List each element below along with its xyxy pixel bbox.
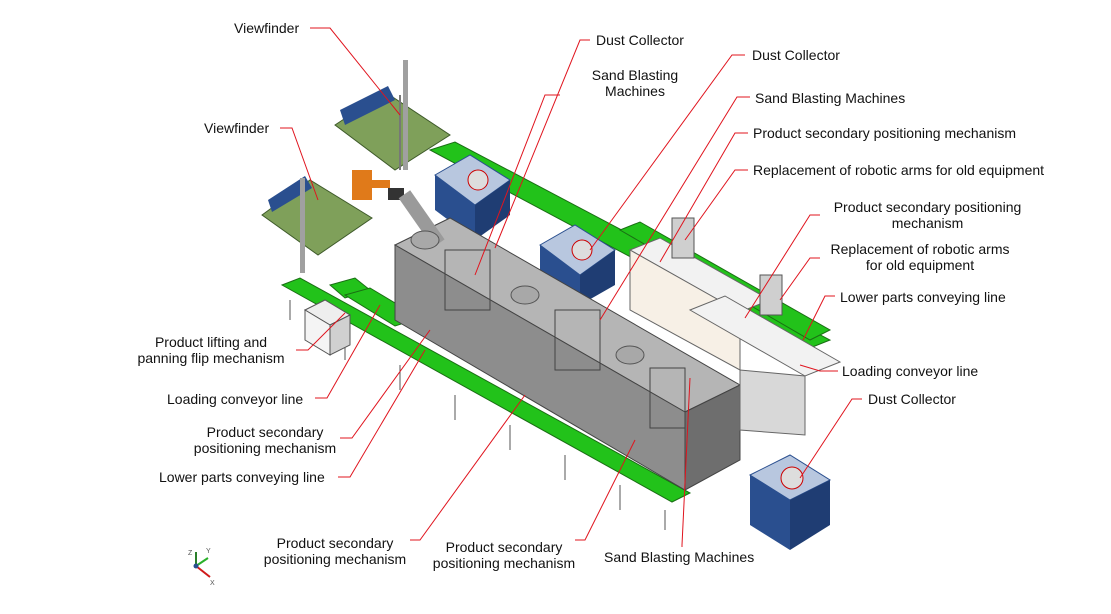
dust-collector-3 <box>748 454 832 550</box>
label-lifting-flip: Product lifting and panning flip mechani… <box>137 334 285 366</box>
label-dust-collector-2: Dust Collector <box>752 47 840 63</box>
label-robotic-arms-right-1: Replacement of robotic arms for old equi… <box>753 162 1045 178</box>
label-lower-conveying-left: Lower parts conveying line <box>159 469 325 485</box>
robotic-arm-frames <box>671 217 783 316</box>
svg-text:Z: Z <box>188 550 193 557</box>
label-sand-blasting-2: Sand Blasting Machines <box>755 90 906 106</box>
label-positioning-right-2: Product secondary positioning mechanism <box>833 199 1022 231</box>
svg-text:X: X <box>210 580 215 587</box>
label-sand-blasting-1: Sand Blasting Machines <box>591 67 679 99</box>
secondary-positioning-boxes-right <box>628 237 842 436</box>
viewfinder-top-unit <box>334 60 451 171</box>
dust-collector-1 <box>434 154 511 240</box>
label-dust-collector-1: Dust Collector <box>596 32 684 48</box>
label-positioning-bottom-1: Product secondary positioning mechanism <box>263 535 407 567</box>
robot-arm <box>352 170 404 200</box>
label-loading-conveyor-right: Loading conveyor line <box>842 363 979 379</box>
label-lower-conveying-right: Lower parts conveying line <box>840 289 1006 305</box>
label-robotic-arms-right-2: Replacement of robotic arms for old equi… <box>830 241 1010 273</box>
axis-triad-icon: Z Y X <box>188 548 215 587</box>
lifting-flip-mechanism <box>303 299 352 356</box>
label-viewfinder-top: Viewfinder <box>234 20 300 36</box>
viewfinder-left-unit <box>261 176 373 273</box>
label-dust-collector-3: Dust Collector <box>868 391 956 407</box>
leader-lines <box>280 27 862 547</box>
label-positioning-bottom-2: Product secondary positioning mechanism <box>432 539 576 571</box>
label-loading-conveyor-left: Loading conveyor line <box>167 391 304 407</box>
label-sand-blasting-3: Sand Blasting Machines <box>604 549 755 565</box>
label-positioning-left: Product secondary positioning mechanism <box>193 424 337 456</box>
lower-conveying-line <box>280 277 692 503</box>
label-viewfinder-left: Viewfinder <box>204 120 270 136</box>
svg-text:Y: Y <box>206 548 211 555</box>
label-positioning-right-1: Product secondary positioning mechanism <box>753 125 1017 141</box>
